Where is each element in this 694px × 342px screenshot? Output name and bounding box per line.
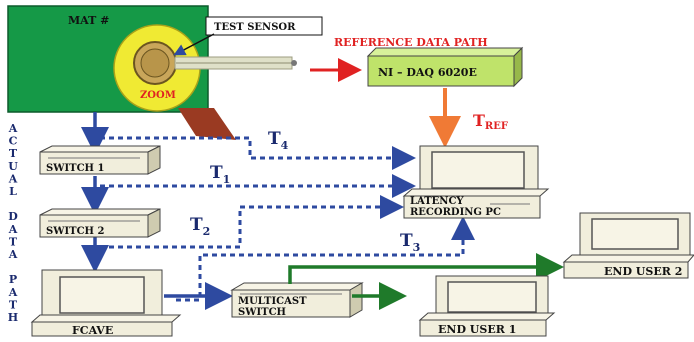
t3-label: T3 — [400, 231, 420, 254]
test-sensor-label: TEST SENSOR — [214, 22, 296, 33]
latency-label-1: LATENCY — [410, 196, 464, 207]
actual-path-letter: P — [9, 273, 17, 286]
actual-path-letter: A — [8, 286, 18, 299]
actual-path-letter: H — [8, 311, 18, 324]
multicast-top — [230, 282, 364, 291]
actual-path-letter: C — [9, 135, 18, 148]
t3-line — [176, 216, 475, 302]
end-user-1-computer — [418, 275, 556, 337]
reference-path-label: REFERENCE DATA PATH — [334, 36, 488, 49]
actual-path-letter: L — [9, 185, 17, 198]
latency-pc — [402, 145, 550, 219]
end-user-2-label: END USER 2 — [604, 265, 682, 278]
t-ref-label: TREF — [473, 111, 508, 132]
daq-label: NI – DAQ 6020E — [378, 66, 477, 79]
t4-line — [100, 136, 416, 170]
switch2-label: SWITCH 2 — [46, 226, 104, 237]
sensor-inner — [140, 48, 170, 78]
fcave-computer — [30, 269, 182, 337]
daq-top — [366, 47, 524, 57]
test-sensor-box — [205, 16, 323, 36]
switch1-top — [39, 145, 161, 153]
actual-path-letter: U — [8, 160, 18, 173]
t1-label: T1 — [210, 163, 230, 186]
zoom-label: ZOOM — [140, 90, 176, 101]
end-user-1-label: END USER 1 — [438, 323, 516, 336]
mat-label: MAT # — [68, 14, 109, 27]
mat-wedge — [178, 108, 236, 140]
daq-box — [367, 55, 515, 87]
actual-path-letter: A — [8, 223, 18, 236]
sensor-connector — [291, 60, 297, 66]
switch1-label: SWITCH 1 — [46, 163, 104, 174]
switch2-top — [39, 208, 161, 216]
multicast-label-2: SWITCH — [238, 307, 286, 318]
actual-path-letter: T — [9, 235, 18, 248]
actual-path-letter: D — [8, 210, 18, 223]
end-user-2-computer — [562, 212, 694, 279]
actual-path-letter: T — [9, 298, 18, 311]
t2-label: T2 — [190, 215, 210, 238]
multicast-label-1: MULTICAST — [238, 296, 307, 307]
actual-path-letter: A — [8, 248, 18, 261]
latency-label-2: RECORDING PC — [410, 207, 501, 218]
actual-path-letter: T — [9, 147, 18, 160]
fcave-label: FCAVE — [72, 324, 113, 337]
sensor-pointer — [173, 33, 215, 56]
t4-label: T4 — [268, 129, 289, 152]
actual-path-letter: A — [8, 172, 18, 185]
actual-path-letter: A — [8, 122, 18, 135]
multicast-to-end-user2 — [288, 253, 564, 284]
